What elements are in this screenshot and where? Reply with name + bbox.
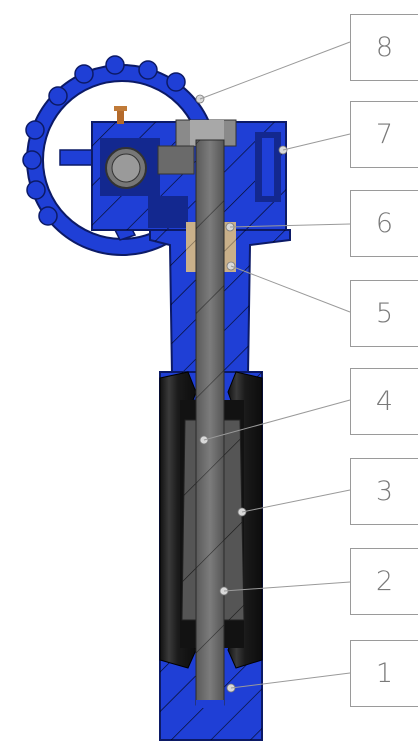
callout-label-5: 5	[375, 298, 394, 329]
callout-box-3: 3	[350, 458, 418, 525]
leader-line-8	[199, 41, 351, 100]
callout-box-5: 5	[350, 280, 418, 347]
callout-box-7: 7	[350, 101, 418, 168]
callout-label-6: 6	[375, 208, 394, 239]
leader-line-5	[230, 265, 351, 313]
callout-box-8: 8	[350, 14, 418, 81]
stem	[157, 119, 237, 708]
leader-line-4	[203, 399, 351, 441]
callout-box-2: 2	[350, 548, 418, 615]
leader-line-7	[282, 133, 351, 151]
callout-label-7: 7	[375, 119, 394, 150]
callout-box-4: 4	[350, 368, 418, 435]
callout-label-1: 1	[375, 658, 394, 689]
callout-label-8: 8	[375, 32, 394, 63]
callout-box-1: 1	[350, 640, 418, 707]
leader-line-6	[229, 223, 351, 228]
leader-line-2	[223, 581, 351, 592]
leader-line-3	[241, 489, 351, 513]
callout-label-4: 4	[375, 386, 394, 417]
callout-label-2: 2	[375, 566, 394, 597]
leader-line-1	[230, 672, 351, 689]
callout-label-3: 3	[375, 476, 394, 507]
callout-box-6: 6	[350, 190, 418, 257]
